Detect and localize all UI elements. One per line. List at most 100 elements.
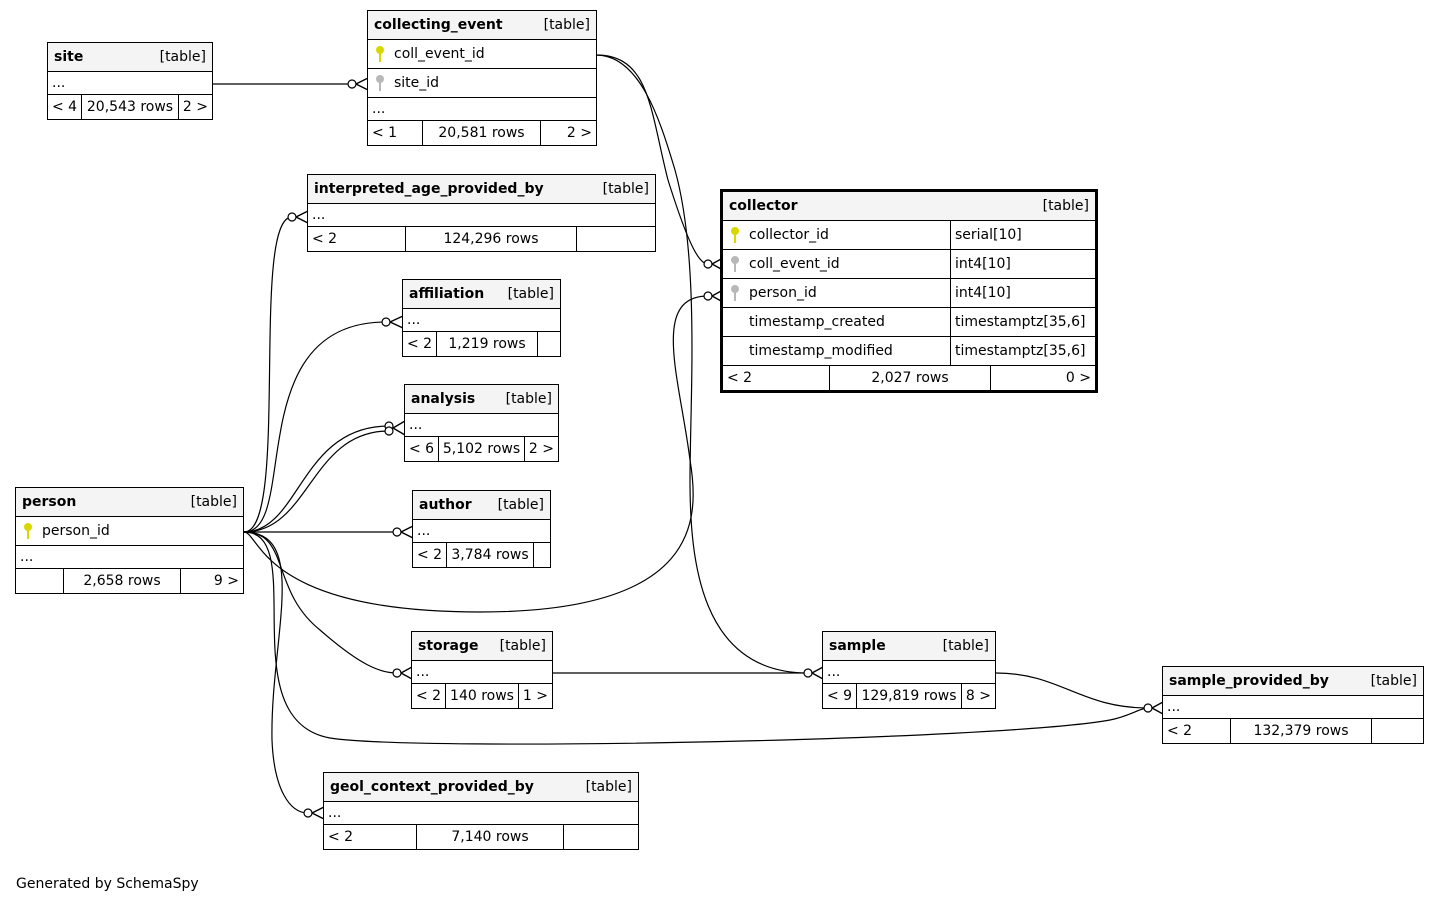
edge-person-affiliation xyxy=(243,321,387,533)
column-name: site_id xyxy=(394,75,440,91)
table-name: affiliation xyxy=(409,286,485,302)
column-type: timestamptz[35,6] xyxy=(950,308,1095,336)
generated-by-credit: Generated by SchemaSpy xyxy=(16,876,199,892)
columns-ellipsis: ... xyxy=(412,661,552,684)
parents-count xyxy=(16,569,64,593)
children-count: 1 > xyxy=(522,688,548,704)
table-name: site xyxy=(54,49,84,65)
column-name: person_id xyxy=(42,523,110,539)
row-count: 20,581 rows xyxy=(423,121,541,145)
edge-person-analysis-1 xyxy=(243,425,390,533)
column-type: int4[10] xyxy=(950,279,1095,307)
children-count: 2 > xyxy=(528,441,554,457)
parents-count: < 4 xyxy=(48,95,83,119)
foreign-key-icon xyxy=(729,256,741,272)
row-count: 1,219 rows xyxy=(437,332,538,356)
table-interpreted-age-provided-by[interactable]: interpreted_age_provided_by[table] ... <… xyxy=(307,174,656,252)
column-row[interactable]: person_id xyxy=(16,517,243,546)
children-count xyxy=(538,332,560,356)
children-count xyxy=(577,227,655,251)
children-count: 8 > xyxy=(965,688,991,704)
column-row[interactable]: coll_event_id xyxy=(368,40,596,69)
edge-person-storage xyxy=(243,531,398,674)
table-tag: [table] xyxy=(1370,673,1417,689)
primary-key-icon xyxy=(22,523,34,539)
row-count: 5,102 rows xyxy=(439,437,525,461)
table-header: sample_provided_by[table] xyxy=(1163,667,1423,696)
row-count: 140 rows xyxy=(446,684,519,708)
table-tag: [table] xyxy=(507,286,554,302)
column-name: timestamp_modified xyxy=(749,343,893,359)
crows-foot-markers xyxy=(287,79,1153,818)
primary-key-icon xyxy=(374,46,386,62)
column-type: timestamptz[35,6] xyxy=(950,337,1095,365)
children-count: 0 > xyxy=(1065,370,1091,386)
row-count: 2,658 rows xyxy=(64,569,181,593)
table-header: collector[table] xyxy=(723,192,1095,221)
columns-ellipsis: ... xyxy=(324,802,638,825)
children-count: 9 > xyxy=(213,573,239,589)
edge-person-sample-provided-by xyxy=(243,531,1149,745)
row-count: 129,819 rows xyxy=(857,684,962,708)
table-tag: [table] xyxy=(942,638,989,654)
edge-sample-sample-provided-by xyxy=(995,672,1149,709)
parents-count: < 1 xyxy=(368,121,423,145)
columns-ellipsis: ... xyxy=(48,72,212,95)
parents-count: < 2 xyxy=(723,366,830,390)
columns-ellipsis: ... xyxy=(1163,696,1423,719)
column-row[interactable]: site_id xyxy=(368,69,596,98)
columns-ellipsis: ... xyxy=(368,98,596,121)
children-count: 2 > xyxy=(182,99,208,115)
table-header: storage[table] xyxy=(412,632,552,661)
edge-person-interpreted-age xyxy=(243,216,293,533)
column-name: coll_event_id xyxy=(749,256,840,272)
table-name: sample xyxy=(829,638,886,654)
columns-ellipsis: ... xyxy=(403,309,560,332)
children-count xyxy=(1372,719,1423,743)
table-header: analysis[table] xyxy=(405,385,558,414)
edge-collecting-event-collector xyxy=(595,54,709,265)
row-count: 132,379 rows xyxy=(1231,719,1372,743)
table-header: geol_context_provided_by[table] xyxy=(324,773,638,802)
table-tag: [table] xyxy=(1042,198,1089,214)
parents-count: < 2 xyxy=(324,825,417,849)
column-name: collector_id xyxy=(749,227,829,243)
foreign-key-icon xyxy=(729,285,741,301)
table-header: interpreted_age_provided_by[table] xyxy=(308,175,655,204)
table-tag: [table] xyxy=(497,497,544,513)
table-header: collecting_event[table] xyxy=(368,11,596,40)
primary-key-icon xyxy=(729,227,741,243)
edge-person-geol-context xyxy=(243,531,309,814)
table-collecting-event[interactable]: collecting_event[table] coll_event_id si… xyxy=(367,10,597,146)
columns-ellipsis: ... xyxy=(405,414,558,437)
children-count: 2 > xyxy=(566,125,592,141)
table-header: person[table] xyxy=(16,488,243,517)
table-name: author xyxy=(419,497,472,513)
table-tag: [table] xyxy=(499,638,546,654)
column-row[interactable]: timestamp_modified timestamptz[35,6] xyxy=(723,337,1095,366)
table-name: collecting_event xyxy=(374,17,503,33)
table-header: author [table] xyxy=(413,491,550,520)
row-count: 2,027 rows xyxy=(830,366,991,390)
